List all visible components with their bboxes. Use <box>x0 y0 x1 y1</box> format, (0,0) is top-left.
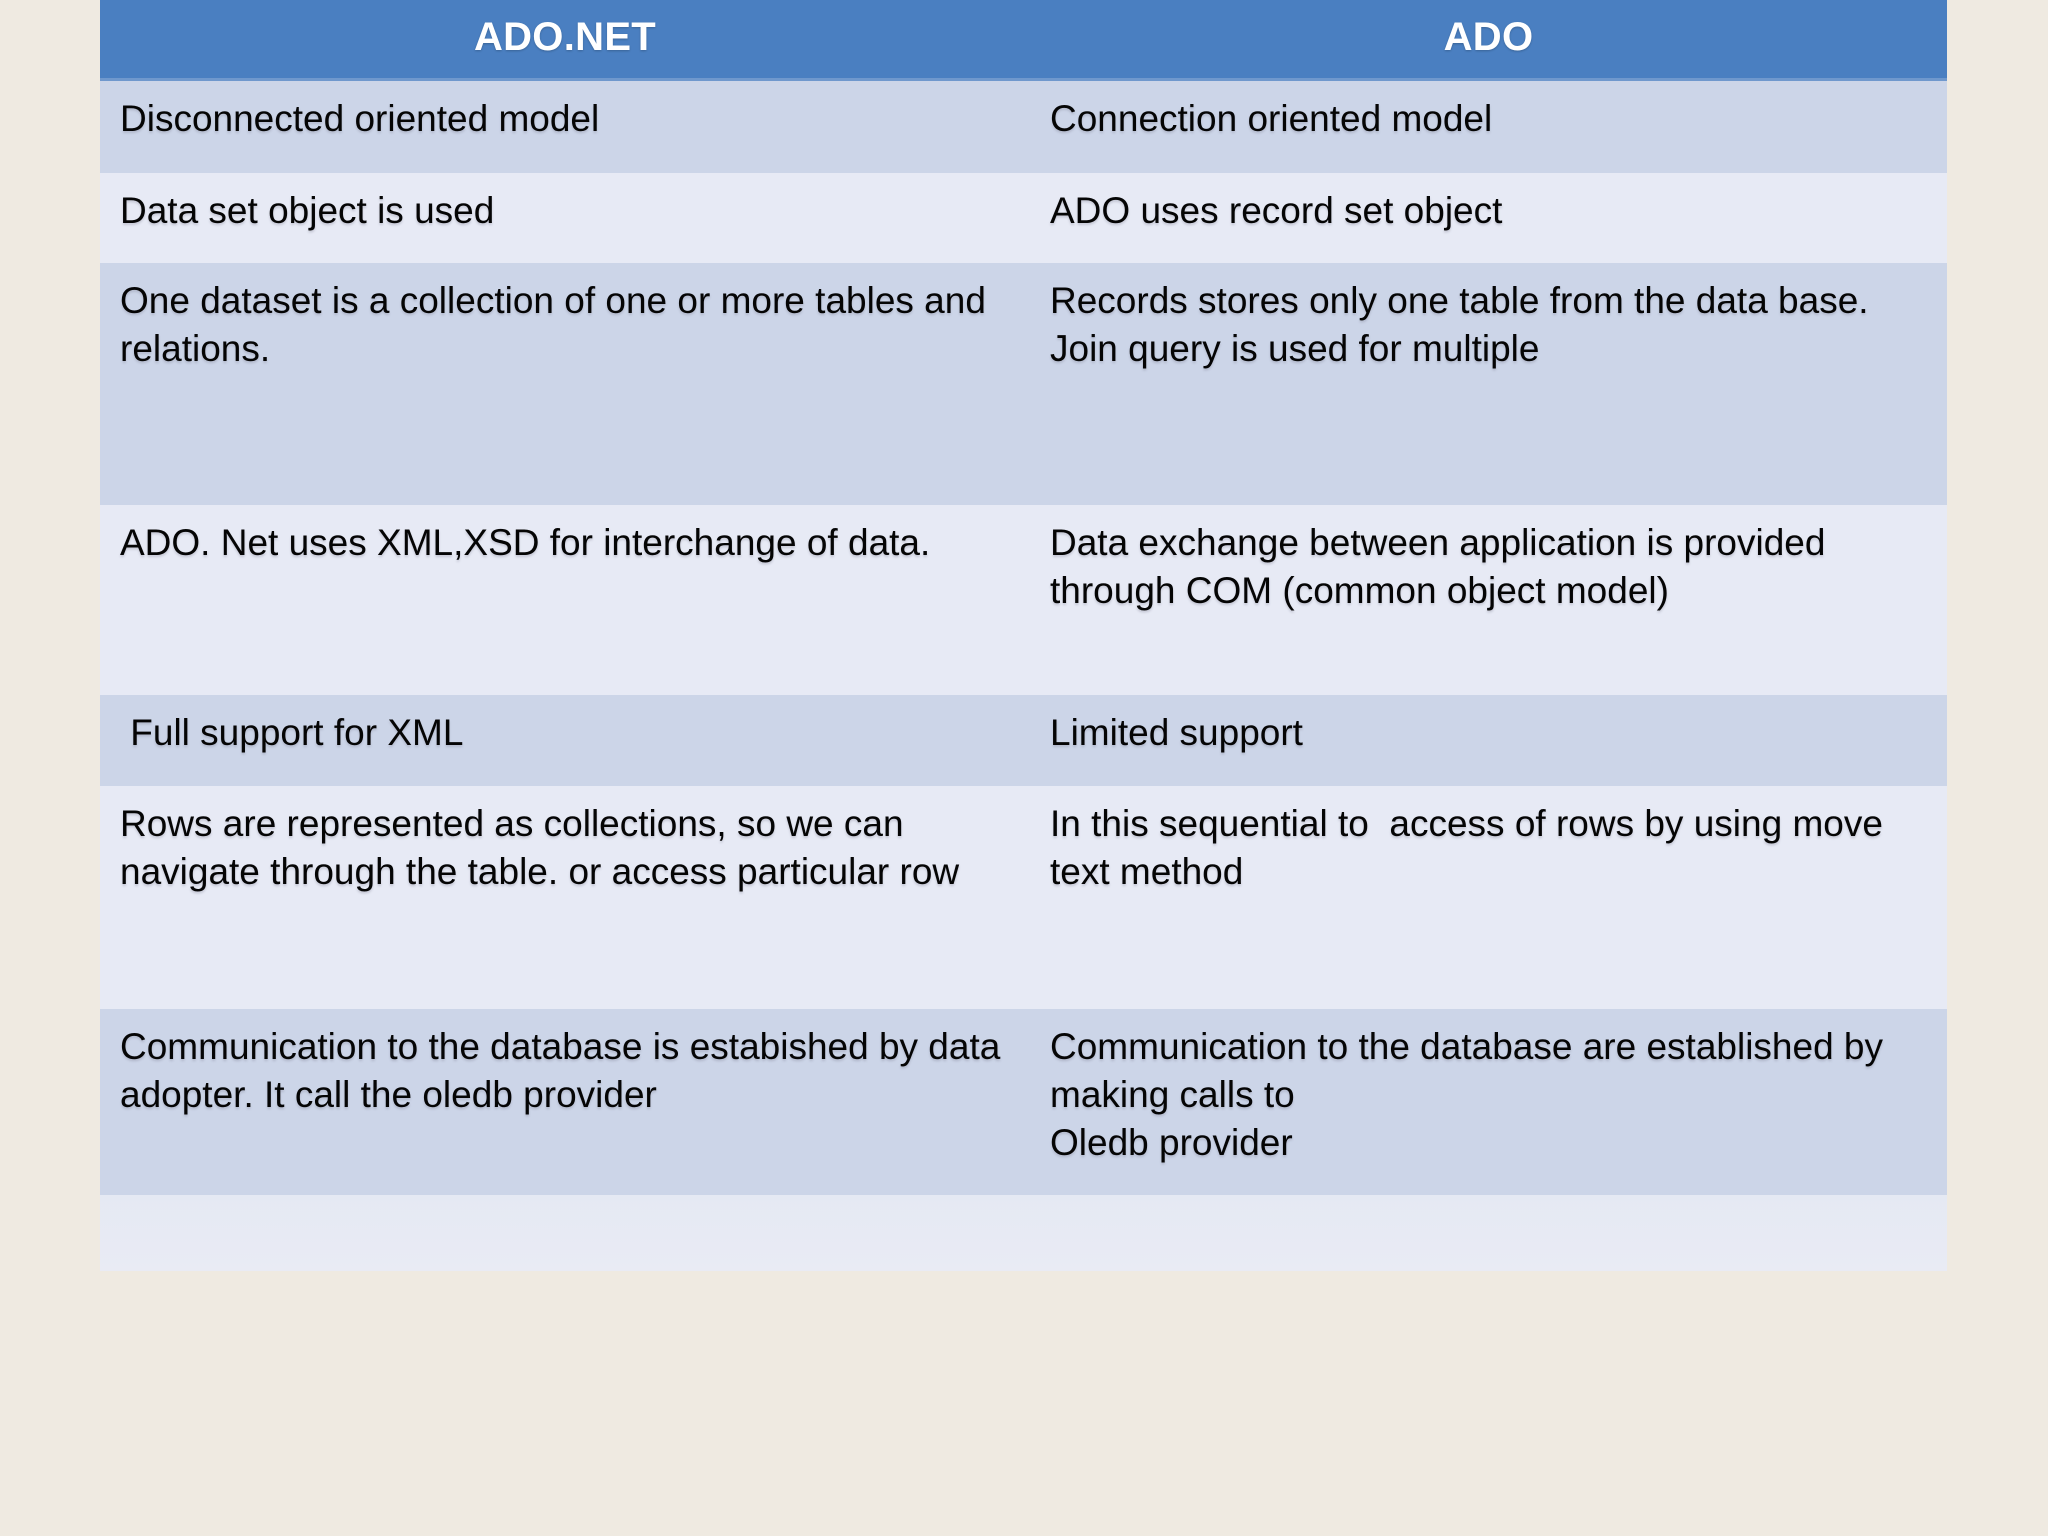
cell-ado: Limited support <box>1030 695 1947 786</box>
cell-ado: Records stores only one table from the d… <box>1030 263 1947 505</box>
cell-ado: ADO uses record set object <box>1030 173 1947 263</box>
cell-ado-net: Full support for XML <box>100 695 1030 786</box>
cell-ado-net <box>100 1195 1030 1271</box>
table-row: Rows are represented as collections, so … <box>100 786 1947 1009</box>
table-row: ADO. Net uses XML,XSD for interchange of… <box>100 505 1947 695</box>
table-row: Data set object is used ADO uses record … <box>100 173 1947 263</box>
cell-ado-net: One dataset is a collection of one or mo… <box>100 263 1030 505</box>
table-row: One dataset is a collection of one or mo… <box>100 263 1947 505</box>
table-row: Full support for XML Limited support <box>100 695 1947 786</box>
column-header-ado-net: ADO.NET <box>100 0 1030 81</box>
cell-ado-net: Data set object is used <box>100 173 1030 263</box>
column-header-ado: ADO <box>1030 0 1947 81</box>
cell-ado: Data exchange between application is pro… <box>1030 505 1947 695</box>
cell-ado: Connection oriented model <box>1030 79 1947 173</box>
table-body: Disconnected oriented model Connection o… <box>100 79 1947 1271</box>
cell-ado-net: Communication to the database is estabis… <box>100 1009 1030 1195</box>
table-row: Communication to the database is estabis… <box>100 1009 1947 1195</box>
cell-ado-net: Rows are represented as collections, so … <box>100 786 1030 1009</box>
comparison-table: ADO.NET ADO Disconnected oriented model … <box>100 0 1947 1271</box>
cell-ado: In this sequential to access of rows by … <box>1030 786 1947 1009</box>
table-row: Disconnected oriented model Connection o… <box>100 79 1947 173</box>
cell-ado: Communication to the database are establ… <box>1030 1009 1947 1195</box>
cell-ado <box>1030 1195 1947 1271</box>
cell-ado-net: Disconnected oriented model <box>100 79 1030 173</box>
table-header: ADO.NET ADO <box>100 0 1947 81</box>
cell-ado-net: ADO. Net uses XML,XSD for interchange of… <box>100 505 1030 695</box>
table-header-row: ADO.NET ADO <box>100 0 1947 81</box>
table-row-empty <box>100 1195 1947 1271</box>
